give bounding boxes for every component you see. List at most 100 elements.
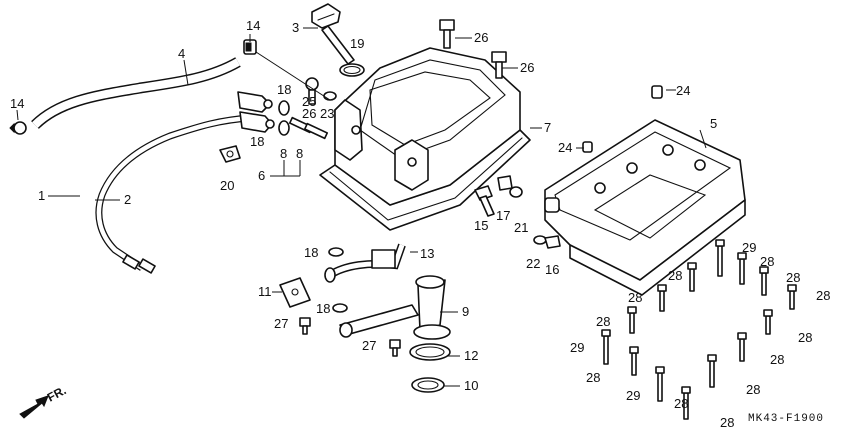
callout-26-b: 26 <box>520 60 534 75</box>
callout-28-i: 28 <box>586 370 600 385</box>
callout-28-l: 28 <box>720 415 734 430</box>
flange-bolt-shank-1 <box>717 245 723 277</box>
callout-21: 21 <box>514 220 528 235</box>
callout-1: 1 <box>38 188 45 203</box>
callout-14-b: 14 <box>10 96 24 111</box>
callout-28-j: 28 <box>746 382 760 397</box>
callout-22: 22 <box>526 256 540 271</box>
hose-fittings-lower <box>122 254 156 274</box>
clip-20 <box>219 145 241 163</box>
flange-bolt-shank-8 <box>765 315 771 335</box>
washer-18-a <box>278 100 290 116</box>
hose-fittings-upper <box>237 91 275 133</box>
oil-strainer-9 <box>339 275 451 340</box>
flange-bolt-shank-7 <box>629 312 635 334</box>
flange-bolt-14 <box>681 386 691 394</box>
bolt-26-b <box>491 51 507 79</box>
washer-22 <box>533 235 547 245</box>
flange-bolt-shank-6 <box>789 290 795 310</box>
callout-28-a: 28 <box>760 254 774 269</box>
flange-bolt-shank-12 <box>709 360 715 388</box>
bolt-16 <box>544 235 561 249</box>
bolt-27-b <box>389 339 401 357</box>
dowel-24-b <box>582 141 593 153</box>
bolt-26-a <box>439 19 455 49</box>
washer-21 <box>509 186 523 198</box>
flange-bolt-shank-13 <box>657 372 663 402</box>
flange-bolt-5 <box>657 284 667 292</box>
flange-bolt-11 <box>629 346 639 354</box>
callout-28-f: 28 <box>596 314 610 329</box>
callout-13: 13 <box>420 246 434 261</box>
callout-19: 19 <box>350 36 364 51</box>
flange-bolt-6 <box>787 284 797 292</box>
dowel-24-a <box>651 85 663 99</box>
callout-16: 16 <box>545 262 559 277</box>
callout-29-b: 29 <box>570 340 584 355</box>
bolt-27-a <box>299 317 311 335</box>
oil-filler-cap-3 <box>311 3 355 65</box>
gasket-12 <box>409 343 451 361</box>
callout-28-k: 28 <box>674 396 688 411</box>
callout-4: 4 <box>178 46 185 61</box>
callout-14-a: 14 <box>246 18 260 33</box>
flange-bolt-3 <box>687 262 697 270</box>
oil-pipe-13 <box>324 243 406 283</box>
callout-28-b: 28 <box>668 268 682 283</box>
callout-28-c: 28 <box>786 270 800 285</box>
front-label: FR. <box>45 383 69 404</box>
callout-17: 17 <box>496 208 510 223</box>
flange-bolt-1 <box>715 239 725 247</box>
flange-bolt-shank-3 <box>689 268 695 292</box>
bolt-15 <box>474 185 495 217</box>
callout-24-a: 24 <box>676 83 690 98</box>
callout-11: 11 <box>258 284 272 299</box>
callout-28-d: 28 <box>628 290 642 305</box>
callout-15: 15 <box>474 218 488 233</box>
washer-18-b <box>278 120 290 136</box>
flange-bolt-2 <box>737 252 747 260</box>
flange-bolt-7 <box>627 306 637 314</box>
callout-20: 20 <box>220 178 234 193</box>
callout-12: 12 <box>464 348 478 363</box>
o-ring-10 <box>411 377 445 393</box>
cylinder-head-cover-7 <box>319 47 531 231</box>
flange-bolt-shank-9 <box>603 335 609 365</box>
callout-18-b: 18 <box>250 134 264 149</box>
flange-bolt-shank-4 <box>761 272 767 296</box>
flange-bolt-shank-11 <box>631 352 637 376</box>
front-direction-arrow: FR. <box>19 383 69 419</box>
flange-bolt-shank-5 <box>659 290 665 312</box>
diagram-code: MK43-F1900 <box>748 413 824 425</box>
callout-7: 7 <box>544 120 551 135</box>
callout-25: 25 <box>302 94 316 109</box>
callout-9: 9 <box>462 304 469 319</box>
oil-hose-1 <box>75 95 246 267</box>
dowel-8-b <box>303 122 329 140</box>
washer-18-d <box>332 303 348 313</box>
hose-clamp-14-top <box>243 39 257 55</box>
breather-hose-4 <box>31 57 241 130</box>
flange-bolt-9 <box>601 329 611 337</box>
callout-28-g: 28 <box>798 330 812 345</box>
callout-labels: 1 2 3 4 5 6 7 8 8 9 10 11 12 13 14 14 15… <box>10 18 830 430</box>
callout-26-c: 26 <box>302 106 316 121</box>
callout-18-a: 18 <box>277 82 291 97</box>
oil-pan-5 <box>544 119 746 296</box>
leader-lines <box>16 27 707 387</box>
callout-2: 2 <box>124 192 131 207</box>
callout-29-c: 29 <box>626 388 640 403</box>
hose-clamp-14-left <box>9 121 27 135</box>
washer-18-c <box>328 247 344 257</box>
o-ring-19 <box>339 63 365 77</box>
flange-bolt-shank-2 <box>739 258 745 285</box>
callout-6: 6 <box>258 168 265 183</box>
flange-bolt-shank-10 <box>739 338 745 362</box>
callout-28-e: 28 <box>816 288 830 303</box>
callout-8-b: 8 <box>296 146 303 161</box>
flange-bolt-10 <box>737 332 747 340</box>
flange-bolt-4 <box>759 266 769 274</box>
callout-18-c: 18 <box>304 245 318 260</box>
flange-bolt-12 <box>707 354 717 362</box>
callout-28-h: 28 <box>770 352 784 367</box>
